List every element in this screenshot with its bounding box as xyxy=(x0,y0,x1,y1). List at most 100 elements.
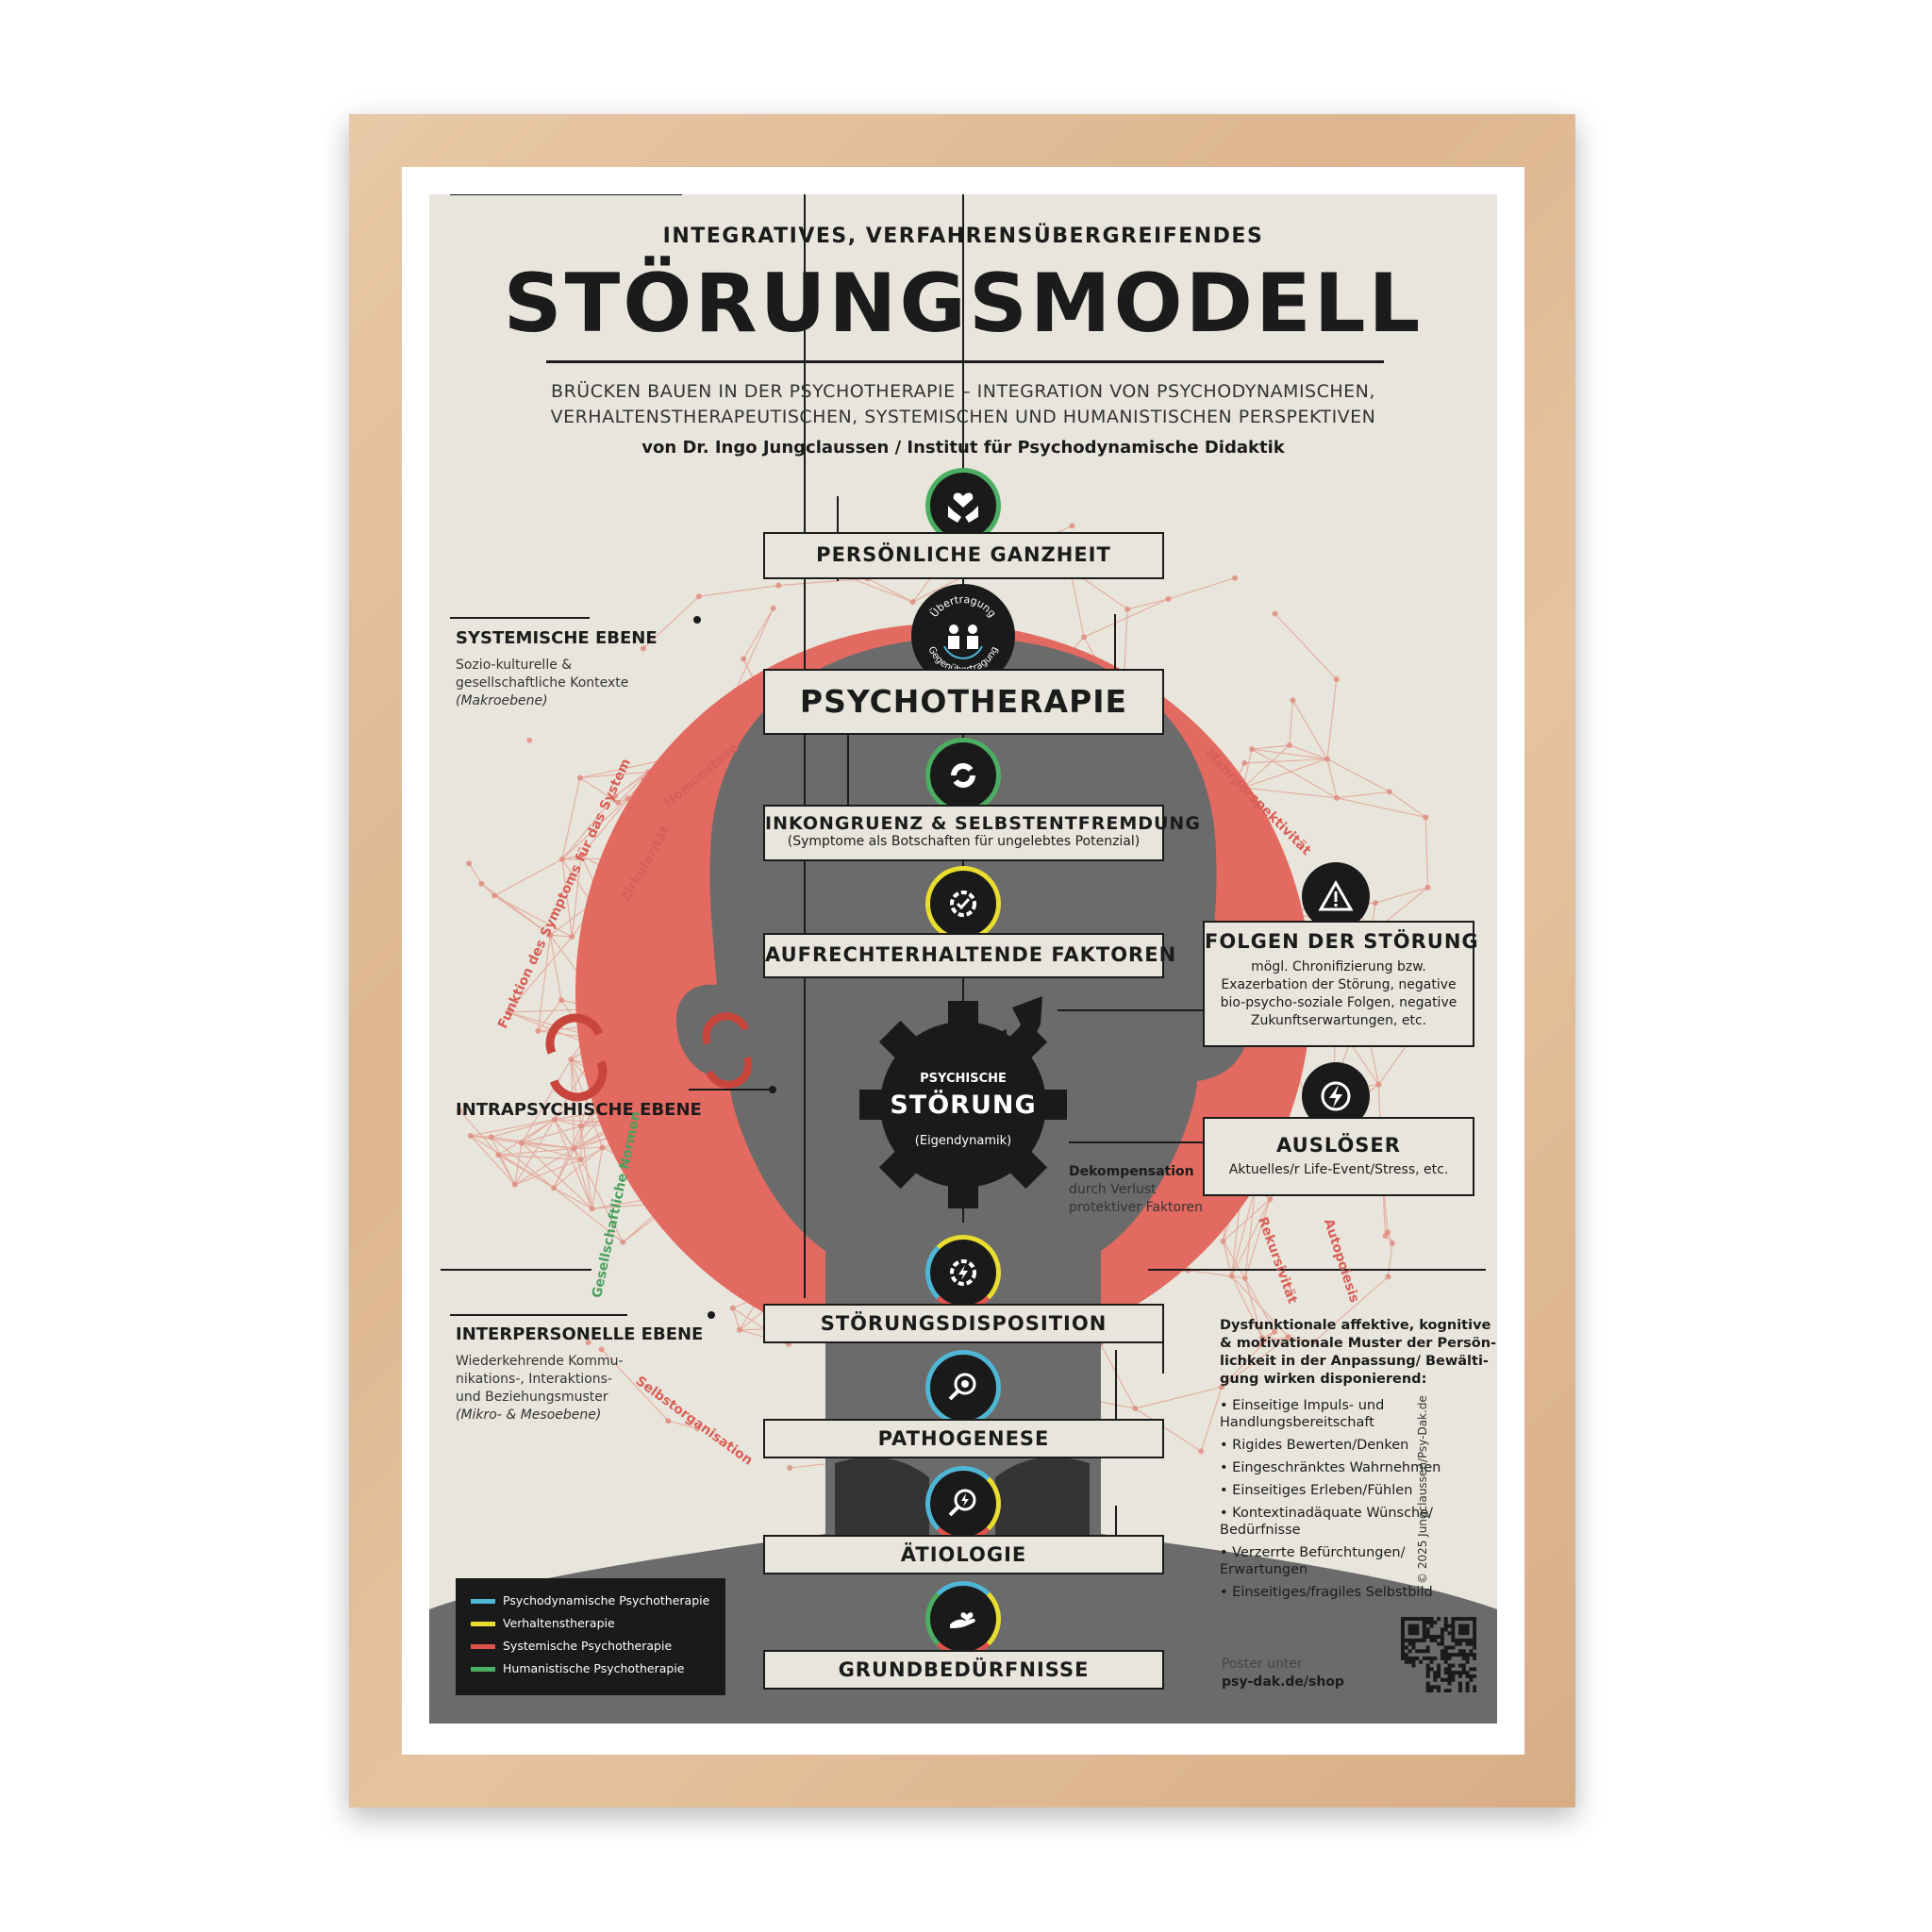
network-edge xyxy=(550,934,573,938)
network-node xyxy=(599,1144,606,1151)
qr-module xyxy=(1440,1638,1444,1642)
qr-module xyxy=(1419,1659,1424,1664)
bullet-item-line: • Einseitige Impuls- und xyxy=(1220,1398,1385,1413)
stoerung-sublabel: (Eigendynamik) xyxy=(914,1134,1012,1148)
qr-module xyxy=(1437,1685,1441,1690)
qr-module xyxy=(1469,1667,1474,1672)
qr-module xyxy=(1404,1659,1408,1664)
qr-module xyxy=(1451,1663,1456,1668)
network-edge xyxy=(1424,817,1429,888)
bullet-item-line: • Einseitiges/fragiles Selbstbild xyxy=(1220,1585,1433,1600)
box-pathogenese: PATHOGENESE xyxy=(763,1419,1164,1458)
network-edge xyxy=(1326,758,1391,792)
qr-module xyxy=(1465,1653,1470,1657)
qr-module xyxy=(1433,1638,1438,1642)
qr-module xyxy=(1425,1656,1430,1660)
qr-module xyxy=(1422,1638,1426,1642)
qr-module xyxy=(1429,1617,1434,1622)
network-edge xyxy=(1242,758,1328,789)
folgen-text-line: bio-psycho-soziale Folgen, negative xyxy=(1220,995,1457,1010)
network-edge xyxy=(498,1154,555,1189)
qr-module xyxy=(1443,1653,1448,1657)
network-node xyxy=(1324,756,1330,762)
qr-code[interactable] xyxy=(1401,1617,1476,1692)
qr-module xyxy=(1429,1667,1434,1672)
network-node xyxy=(551,1116,558,1123)
qr-module xyxy=(1443,1624,1448,1628)
stoerung-big-label: STÖRUNG xyxy=(890,1091,1037,1120)
network-edge xyxy=(1259,1336,1289,1345)
network-node xyxy=(577,1157,584,1163)
network-node xyxy=(1423,814,1429,821)
qr-module xyxy=(1419,1649,1424,1654)
qr-module xyxy=(1411,1624,1416,1628)
qr-module xyxy=(1447,1681,1452,1686)
shop-link[interactable]: psy-dak.de/shop xyxy=(1222,1674,1344,1690)
network-node xyxy=(665,1418,672,1424)
qr-module xyxy=(1457,1631,1462,1636)
qr-module xyxy=(1425,1685,1430,1690)
network-node xyxy=(1333,676,1340,683)
network-edge xyxy=(554,1118,582,1127)
network-node xyxy=(694,1425,701,1432)
box-aetiologie: ÄTIOLOGIE xyxy=(763,1535,1164,1574)
network-edge xyxy=(579,771,649,779)
network-node xyxy=(1385,1229,1391,1236)
qr-module xyxy=(1433,1674,1438,1678)
qr-module xyxy=(1429,1620,1434,1624)
qr-module xyxy=(1419,1617,1424,1622)
folgen-text-line: mögl. Chronifizierung bzw. xyxy=(1251,959,1426,974)
qr-module xyxy=(1457,1685,1462,1690)
network-edge xyxy=(458,1109,499,1156)
qr-module xyxy=(1447,1663,1452,1668)
network-node xyxy=(1259,1335,1266,1341)
qr-module xyxy=(1440,1641,1444,1646)
network-edge xyxy=(1313,1275,1389,1342)
qr-module xyxy=(1457,1653,1462,1657)
qr-module xyxy=(1469,1674,1474,1678)
qr-module xyxy=(1443,1659,1448,1664)
dekompensation-line2: durch Verlust xyxy=(1069,1182,1157,1197)
neck-shadow-right xyxy=(995,1457,1090,1543)
legend-label: Psychodynamische Psychotherapie xyxy=(503,1593,710,1607)
network-edge xyxy=(1251,744,1290,750)
network-node xyxy=(589,1206,595,1212)
dekompensation-line3: protektiver Faktoren xyxy=(1069,1200,1204,1215)
legend-item: Psychodynamische Psychotherapie xyxy=(471,1593,709,1607)
network-node xyxy=(478,880,485,887)
poster-title: STÖRUNGSMODELL xyxy=(503,257,1424,351)
network-node xyxy=(585,1339,591,1345)
qr-module xyxy=(1440,1635,1444,1640)
network-node xyxy=(1311,1339,1318,1345)
interpersonell-text-line: Wiederkehrende Kommu- xyxy=(456,1354,624,1369)
dysfunktional-heading: Dysfunktionale affektive, kognitive& mot… xyxy=(1220,1317,1496,1389)
network-edge xyxy=(549,935,562,1001)
qr-module xyxy=(1461,1653,1466,1657)
bullet-item: • Kontextinadäquate Wünsche/ Bedürfnisse xyxy=(1220,1505,1433,1539)
qr-module xyxy=(1407,1638,1412,1642)
network-edge xyxy=(470,1135,516,1186)
network-edge xyxy=(1083,598,1169,638)
dysfunktional-heading-line: lichkeit in der Anpassung/ Bewälti- xyxy=(1220,1354,1489,1369)
network-edge xyxy=(1188,1269,1245,1279)
qr-module xyxy=(1455,1638,1459,1642)
qr-module xyxy=(1425,1617,1430,1622)
network-node xyxy=(1124,606,1131,612)
network-node xyxy=(1286,741,1292,748)
qr-module xyxy=(1447,1645,1452,1650)
network-node xyxy=(1198,1448,1205,1455)
network-edge xyxy=(521,1142,575,1150)
network-edge xyxy=(778,577,868,587)
qr-module xyxy=(1461,1638,1466,1642)
network-edge xyxy=(1222,1241,1233,1276)
qr-module xyxy=(1411,1659,1416,1664)
qr-module xyxy=(1433,1671,1438,1675)
qr-module xyxy=(1465,1627,1470,1632)
qr-module xyxy=(1455,1671,1459,1675)
qr-module xyxy=(1419,1638,1424,1642)
network-node xyxy=(535,1027,541,1034)
qr-module xyxy=(1401,1624,1406,1628)
network-node xyxy=(615,799,622,806)
legend-swatch xyxy=(471,1644,495,1649)
qr-module xyxy=(1401,1620,1406,1624)
